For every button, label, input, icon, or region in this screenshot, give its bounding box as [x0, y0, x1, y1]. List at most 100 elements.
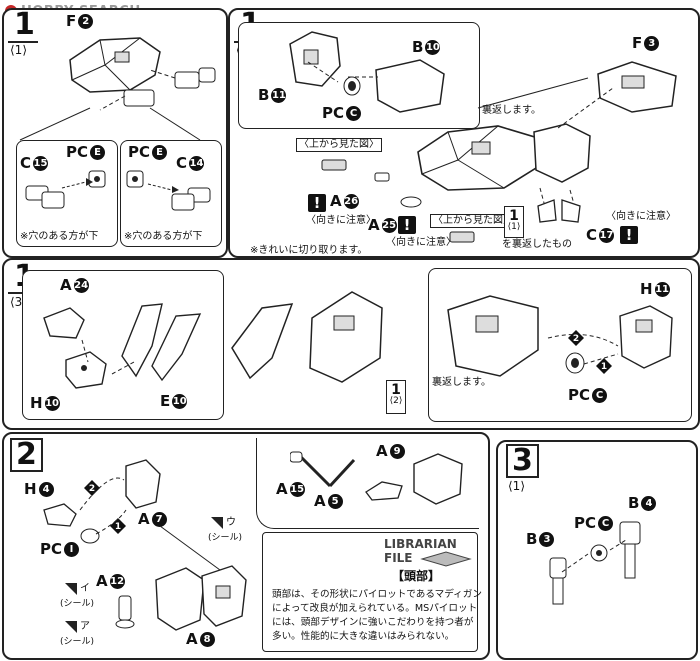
note-hole-down-right: ※穴のある方が下 — [124, 231, 203, 242]
head-rear-assembly — [447, 295, 539, 377]
part-b10 — [375, 59, 445, 113]
part-a7 — [125, 459, 161, 509]
seal-a-mark: ア — [80, 621, 90, 632]
warning-icon-c17: ! — [620, 226, 638, 244]
part-a24 — [43, 307, 85, 339]
librarian-body-line: によって改良が加えられている。MSパイロット — [272, 603, 478, 614]
librarian-title-line1: LIBRARIAN — [384, 537, 457, 551]
step-1-1-number: 1 — [14, 7, 35, 42]
arrow-right-box — [147, 183, 179, 193]
assembly-lines-2-left — [79, 477, 221, 571]
librarian-file-box — [262, 532, 478, 652]
seal-i-mark: イ — [80, 583, 90, 594]
warning-icon-a26: ! — [308, 194, 326, 212]
note-hole-down-left: ※穴のある方が下 — [20, 231, 99, 242]
head-side-assembly — [231, 291, 383, 383]
part-c17 — [537, 199, 581, 223]
assembly-lines-1-3-right — [547, 333, 619, 365]
assembly-lines-1-3-left — [81, 339, 135, 375]
part-a12 — [115, 595, 135, 629]
librarian-title-line2: FILE — [384, 551, 413, 565]
step-3-sub: ⟨1⟩ — [508, 479, 525, 493]
seal-i-label: (シール) — [60, 599, 95, 609]
step-1-1-bar — [8, 41, 38, 43]
seal-a-icon — [65, 621, 77, 633]
seal-a-label: (シール) — [60, 637, 95, 647]
note-direction-c17: 〈向きに注意〉 — [606, 211, 676, 222]
joint-part — [174, 67, 216, 89]
assembly-lines-3 — [561, 539, 627, 573]
head-back-assembly — [533, 123, 591, 183]
arrow-left-box — [61, 178, 93, 189]
note-view-top-left: 〈上から見た図〉 — [296, 138, 382, 152]
note-cut-clean: ※きれいに切り取ります。 — [250, 245, 368, 256]
detail-box-a24 — [22, 270, 224, 420]
part-a9 — [365, 481, 403, 501]
note-direction-a25: 〈向きに注意〉 — [386, 237, 456, 248]
part-b3 — [549, 557, 567, 605]
svg-text:1: 1 — [115, 522, 121, 532]
view-top-right-part — [449, 231, 475, 243]
assembly-lines-b10 — [307, 61, 378, 83]
part-pce-right — [126, 170, 144, 188]
note-direction-a26: 〈向きに注意〉 — [306, 215, 376, 226]
arrow-step-1-icon-mid: 1 — [596, 358, 612, 374]
head-front-part-f2 — [69, 37, 161, 93]
view-top-left-part — [321, 159, 347, 171]
arrow-step-2-icon-mid: 2 — [568, 330, 584, 346]
small-piece-a25 — [400, 196, 422, 208]
note-reverse-top: 裏返します。 — [482, 105, 541, 116]
librarian-body-line: 多い。性能的に大きな違いはみられない。 — [272, 631, 455, 642]
small-piece-a26 — [374, 172, 390, 182]
warning-icon-a25: ! — [398, 216, 416, 234]
step-1-1-sub: ⟨1⟩ — [10, 43, 27, 57]
seal-u-icon — [211, 517, 223, 529]
svg-text:2: 2 — [573, 334, 579, 344]
ref-step-1-2: 1⟨2⟩ — [386, 380, 406, 414]
note-reversed-thing: を裏返したもの — [502, 239, 572, 250]
part-c14 — [171, 187, 211, 211]
part-pci — [80, 528, 100, 544]
part-pcc-s3 — [590, 544, 608, 562]
part-h4 — [43, 503, 77, 527]
librarian-body-line: 頭部は、その形状にパイロットであるマディガン — [272, 589, 482, 600]
librarian-body-line: には、頭部デザインに強いこだわりを持つ者が — [272, 617, 474, 628]
svg-text:2: 2 — [89, 484, 95, 494]
part-pce-left — [88, 170, 106, 188]
librarian-emblem-icon — [420, 551, 472, 567]
part-e10 — [121, 303, 202, 382]
part-h10 — [65, 351, 107, 389]
note-reverse-mid: 裏返します。 — [432, 377, 491, 388]
part-pcc-mid — [565, 352, 585, 374]
seal-u-mark: ウ — [226, 517, 236, 528]
part-h11 — [619, 305, 673, 369]
step-3-number: 3 — [506, 444, 539, 478]
